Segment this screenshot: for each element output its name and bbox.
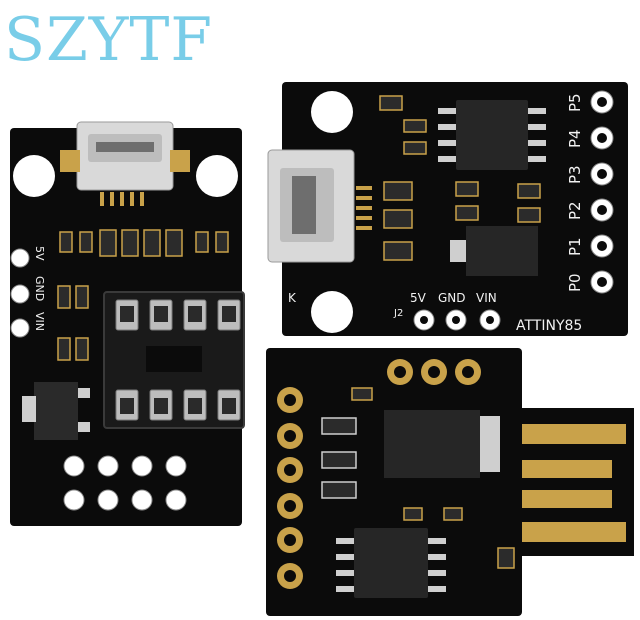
pin-label-p4: P4: [566, 129, 584, 148]
designator-k: K: [288, 291, 297, 305]
power-label-vin: VIN: [476, 291, 497, 305]
designator-j2: J2: [393, 308, 403, 319]
brand-watermark: SZYTF: [4, 5, 214, 75]
pin-label-p1: P1: [566, 237, 584, 256]
power-label-5v: 5V: [410, 291, 427, 305]
left-pin-label-vin: VIN: [33, 312, 46, 331]
left-board: 5V GND VIN: [10, 121, 245, 526]
bottom-right-board: [266, 348, 634, 616]
chip-label-attiny85: ATTINY85: [516, 318, 582, 334]
pin-label-p3: P3: [566, 165, 584, 184]
top-right-board: P5 P4 P3 P2 P1 P0 5V GND VIN J2 K ATTINY…: [267, 82, 628, 336]
pin-label-p5: P5: [566, 93, 584, 112]
left-pin-label-gnd: GND: [33, 276, 46, 301]
power-label-gnd: GND: [438, 291, 466, 305]
pin-label-p0: P0: [566, 273, 584, 292]
pin-label-p2: P2: [566, 201, 584, 220]
left-pin-label-5v: 5V: [33, 246, 46, 261]
